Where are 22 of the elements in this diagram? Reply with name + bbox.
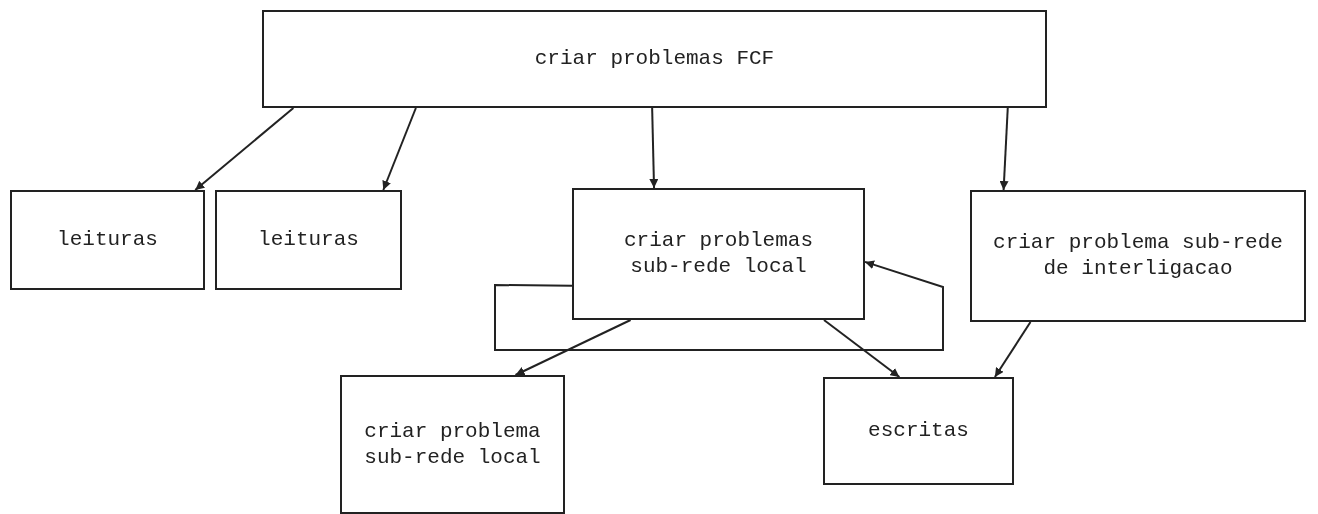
box-label: leituras: [258, 227, 359, 253]
box-label: criar problema sub-rede local: [363, 418, 542, 471]
arrow: [382, 107, 417, 191]
arrow: [494, 260, 944, 351]
arrow: [649, 107, 659, 189]
box-label: escritas: [868, 418, 969, 444]
process-box: [215, 190, 402, 290]
arrow: [194, 107, 295, 191]
process-box: [572, 188, 865, 320]
box-label: criar problemas sub-rede local: [623, 228, 814, 280]
arrow: [823, 319, 901, 378]
process-box: [10, 190, 205, 290]
process-box: [823, 377, 1014, 485]
process-box: [340, 375, 565, 514]
arrow: [993, 321, 1032, 378]
box-label: criar problemas FCF: [534, 46, 775, 72]
arrow: [999, 107, 1009, 191]
process-box: [262, 10, 1047, 108]
box-label: criar problema sub-rede de interligacao: [992, 230, 1284, 282]
arrow: [514, 319, 632, 376]
process-box: [970, 190, 1306, 322]
box-label: leituras: [57, 227, 158, 253]
